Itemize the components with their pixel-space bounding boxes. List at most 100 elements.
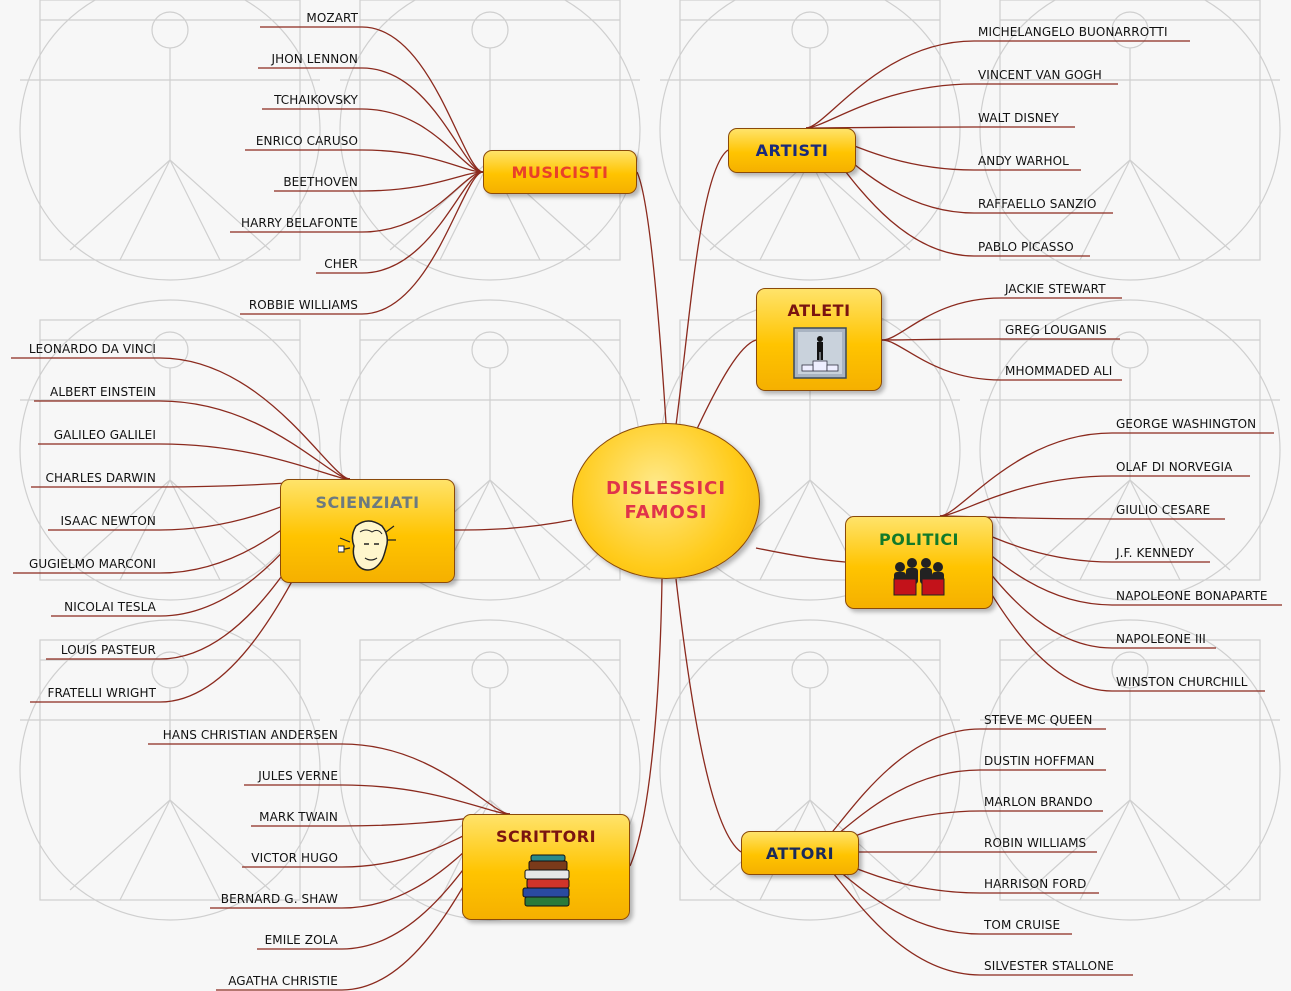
musicisti-item: ROBBIE WILLIAMS bbox=[248, 298, 358, 312]
scrittori-item: AGATHA CHRISTIE bbox=[228, 974, 338, 988]
category-node-atleti: ATLETI bbox=[756, 288, 882, 391]
branch-connector-atleti bbox=[695, 339, 757, 432]
central-topic-line1: DISLESSICI bbox=[605, 478, 727, 499]
politici-item: GIULIO CESARE bbox=[1116, 503, 1211, 517]
podium-icon bbox=[793, 327, 847, 379]
vitruvian-figure bbox=[979, 0, 1281, 281]
atleti-item-connector bbox=[881, 297, 1122, 341]
politici-item: GEORGE WASHINGTON bbox=[1116, 417, 1257, 431]
attori-item: ROBIN WILLIAMS bbox=[984, 836, 1087, 850]
scienziati-item: NICOLAI TESLA bbox=[64, 600, 156, 614]
vitruvian-figure bbox=[19, 299, 321, 601]
scrittori-item: BERNARD G. SHAW bbox=[220, 892, 338, 906]
scienziati-item: ALBERT EINSTEIN bbox=[50, 385, 156, 399]
scienziati-item: LOUIS PASTEUR bbox=[60, 643, 156, 657]
musicisti-item: CHER bbox=[324, 257, 358, 271]
politici-item-connector bbox=[939, 475, 1250, 517]
musicisti-item-connector bbox=[262, 108, 484, 173]
category-node-politici: POLITICI bbox=[845, 516, 993, 609]
branch-connector-scrittori bbox=[629, 578, 663, 867]
category-label-artisti: ARTISTI bbox=[755, 141, 829, 160]
category-label-musicisti: MUSICISTI bbox=[511, 163, 609, 182]
musicisti-item: MOZART bbox=[306, 11, 358, 25]
scienziati-item: CHARLES DARWIN bbox=[45, 471, 156, 485]
musicisti-item: HARRY BELAFONTE bbox=[240, 216, 358, 230]
scienziati-item-connector bbox=[11, 357, 351, 480]
politici-item-connector bbox=[939, 432, 1274, 517]
central-topic: DISLESSICI FAMOSI bbox=[572, 423, 760, 579]
vitruvian-figure bbox=[19, 619, 321, 921]
category-label-scrittori: SCRITTORI bbox=[495, 827, 597, 846]
scrittori-item: EMILE ZOLA bbox=[264, 933, 338, 947]
musicisti-item-connector bbox=[240, 171, 484, 315]
musicisti-item-connector bbox=[316, 171, 484, 274]
musicisti-item: JHON LENNON bbox=[271, 52, 358, 66]
category-label-atleti: ATLETI bbox=[787, 301, 851, 320]
scrittori-item: MARK TWAIN bbox=[259, 810, 338, 824]
artisti-item: PABLO PICASSO bbox=[978, 240, 1074, 254]
brain-head-icon bbox=[338, 520, 396, 571]
scienziati-item: LEONARDO DA VINCI bbox=[28, 342, 156, 356]
artisti-item-connector bbox=[805, 126, 1075, 129]
attori-item: MARLON BRANDO bbox=[984, 795, 1093, 809]
category-label-politici: POLITICI bbox=[878, 530, 960, 549]
scienziati-item-connector bbox=[38, 443, 351, 480]
category-node-scrittori: SCRITTORI bbox=[462, 814, 630, 920]
branch-connector-musicisti bbox=[636, 171, 667, 424]
scrittori-item-connector bbox=[244, 784, 511, 815]
politicians-icon bbox=[893, 558, 945, 596]
scienziati-item: ISAAC NEWTON bbox=[60, 514, 156, 528]
attori-item: SILVESTER STALLONE bbox=[984, 959, 1114, 973]
branch-connector-attori bbox=[675, 578, 742, 853]
atleti-item-connector bbox=[881, 338, 1120, 341]
artisti-item: WALT DISNEY bbox=[978, 111, 1059, 125]
politici-item: OLAF DI NORVEGIA bbox=[1116, 460, 1233, 474]
scrittori-item: JULES VERNE bbox=[258, 769, 338, 783]
musicisti-item-connector bbox=[274, 171, 484, 192]
musicisti-item: BEETHOVEN bbox=[283, 175, 358, 189]
artisti-item-connector bbox=[805, 40, 1190, 129]
books-icon bbox=[522, 854, 570, 907]
vitruvian-figure bbox=[19, 0, 321, 281]
musicisti-item-connector bbox=[260, 26, 484, 173]
category-node-artisti: ARTISTI bbox=[728, 128, 856, 173]
musicisti-item-connector bbox=[258, 67, 484, 173]
central-topic-line2: FAMOSI bbox=[624, 502, 708, 523]
category-label-attori: ATTORI bbox=[765, 844, 835, 863]
scienziati-item-connector bbox=[34, 400, 351, 480]
musicisti-item-connector bbox=[230, 171, 484, 233]
artisti-item: ANDY WARHOL bbox=[978, 154, 1069, 168]
scienziati-item: GUGIELMO MARCONI bbox=[28, 557, 156, 571]
musicisti-item: TCHAIKOVSKY bbox=[274, 93, 358, 107]
artisti-item: VINCENT VAN GOGH bbox=[978, 68, 1102, 82]
musicisti-item-connector bbox=[245, 149, 484, 173]
branch-connector-scienziati bbox=[454, 519, 573, 531]
attori-item: DUSTIN HOFFMAN bbox=[984, 754, 1095, 768]
scrittori-item: HANS CHRISTIAN ANDERSEN bbox=[162, 728, 338, 742]
attori-item: HARRISON FORD bbox=[984, 877, 1087, 891]
politici-item: J.F. KENNEDY bbox=[1116, 546, 1195, 560]
scrittori-item: VICTOR HUGO bbox=[251, 851, 338, 865]
atleti-item: JACKIE STEWART bbox=[1005, 282, 1106, 296]
artisti-item: MICHELANGELO BUONARROTTI bbox=[978, 25, 1168, 39]
atleti-item: MHOMMADED ALI bbox=[1005, 364, 1113, 378]
politici-item: NAPOLEONE BONAPARTE bbox=[1116, 589, 1268, 603]
musicisti-item: ENRICO CARUSO bbox=[255, 134, 358, 148]
scienziati-item: GALILEO GALILEI bbox=[53, 428, 156, 442]
category-node-scienziati: SCIENZIATI bbox=[280, 479, 455, 583]
scrittori-item-connector bbox=[148, 743, 511, 815]
politici-item: WINSTON CHURCHILL bbox=[1116, 675, 1248, 689]
branch-connector-artisti bbox=[675, 149, 729, 426]
atleti-item: GREG LOUGANIS bbox=[1005, 323, 1107, 337]
category-label-scienziati: SCIENZIATI bbox=[315, 493, 420, 512]
branch-connector-politici bbox=[755, 547, 846, 563]
vitruvian-figure bbox=[339, 0, 641, 281]
attori-item-connector bbox=[809, 851, 1133, 976]
scienziati-item: FRATELLI WRIGHT bbox=[47, 686, 156, 700]
vitruvian-figure bbox=[659, 0, 961, 281]
category-node-attori: ATTORI bbox=[741, 831, 859, 875]
artisti-item: RAFFAELLO SANZIO bbox=[978, 197, 1097, 211]
politici-item: NAPOLEONE III bbox=[1116, 632, 1206, 646]
